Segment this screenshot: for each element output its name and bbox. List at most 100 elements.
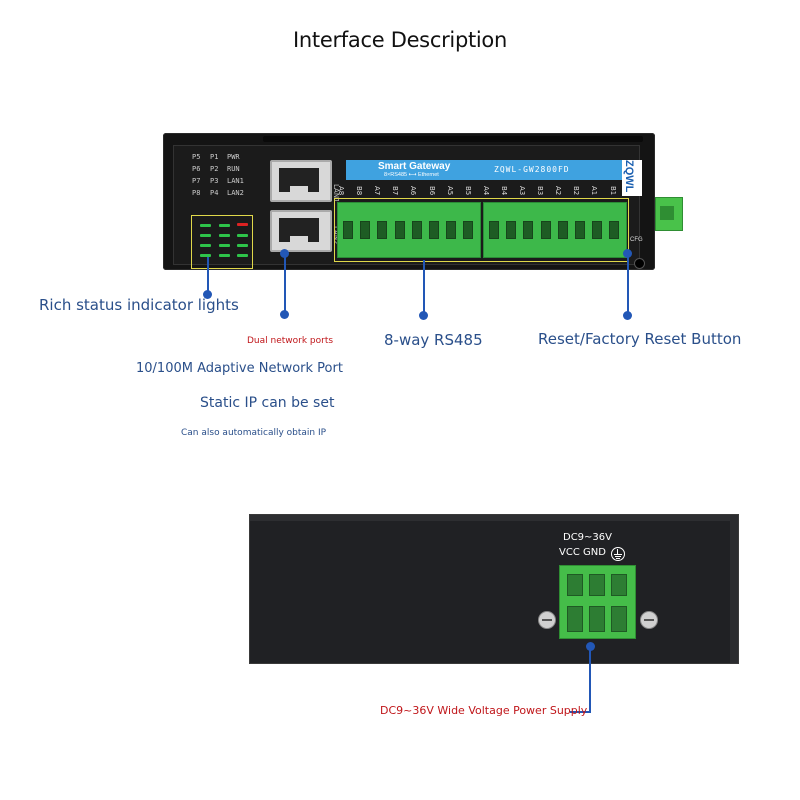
- pointer-dot: [280, 310, 289, 319]
- terminal-slot[interactable]: [446, 221, 457, 239]
- pointer-dot: [280, 249, 289, 258]
- power-terminal-block: [559, 565, 636, 639]
- led-light: [200, 254, 211, 257]
- pin-label: A7: [373, 186, 382, 196]
- terminal-slot[interactable]: [394, 221, 405, 239]
- terminal-slot[interactable]: [609, 221, 620, 239]
- led-label: LAN2: [227, 189, 244, 197]
- side-power-connector: [655, 197, 683, 231]
- pin-label: B8: [355, 186, 364, 196]
- status-leds-highlight: [191, 215, 253, 269]
- gateway-side-panel: DC9~36V VCC GND: [249, 514, 739, 664]
- led-light: [237, 234, 248, 237]
- led-light: [237, 254, 248, 257]
- ethernet-port-lan1[interactable]: [270, 160, 332, 202]
- led-light: [219, 234, 230, 237]
- pointer-dot: [203, 290, 212, 299]
- led-label: P2: [210, 165, 219, 173]
- pointer-line: [423, 260, 425, 316]
- page-title: Interface Description: [293, 28, 507, 52]
- terminal-block-right: [483, 202, 627, 258]
- terminal-slot[interactable]: [377, 221, 388, 239]
- led-label: P3: [210, 177, 219, 185]
- vcc-gnd-label: VCC GND: [559, 547, 606, 558]
- led-label: P1: [210, 153, 219, 161]
- terminal-slot[interactable]: [343, 221, 353, 239]
- brand-logo: ZQWL: [622, 160, 642, 196]
- auto-ip-label: Can also automatically obtain IP: [181, 428, 327, 438]
- led-light: [200, 234, 211, 237]
- led-light: [219, 244, 230, 247]
- adaptive-label: 10/100M Adaptive Network Port: [136, 361, 343, 376]
- pin-label: A2: [554, 186, 563, 196]
- terminal-slot[interactable]: [592, 221, 603, 239]
- dual-ports-label: Dual network ports: [247, 336, 334, 346]
- rs485-label: 8-way RS485: [384, 331, 483, 349]
- brand-logo-text: ZQWL: [623, 160, 635, 193]
- pointer-line: [589, 646, 591, 712]
- pin-label: B3: [536, 186, 545, 196]
- pin-label: A5: [445, 186, 454, 196]
- pin-label: A8: [337, 186, 345, 196]
- terminal-slot[interactable]: [557, 221, 568, 239]
- reset-button[interactable]: [634, 258, 645, 269]
- terminal-slot[interactable]: [506, 221, 517, 239]
- product-sticker: Smart Gateway 8×RS485 ⟷ Ethernet ZQWL-GW…: [346, 160, 636, 180]
- led-light: [200, 224, 211, 227]
- led-label: P6: [192, 165, 201, 173]
- led-label: P7: [192, 177, 201, 185]
- ground-icon: [611, 547, 625, 561]
- pointer-dot: [623, 249, 632, 258]
- pointer-line: [627, 252, 629, 316]
- cfg-label: CFG: [630, 237, 643, 243]
- ethernet-port-lan2[interactable]: [270, 210, 332, 252]
- led-label: PWR: [227, 153, 240, 161]
- led-label: LAN1: [227, 177, 244, 185]
- pointer-line: [207, 257, 209, 294]
- pin-label: A4: [481, 186, 490, 196]
- led-label: P5: [192, 153, 201, 161]
- led-label: P8: [192, 189, 201, 197]
- led-label: RUN: [227, 165, 240, 173]
- mount-screw: [640, 611, 658, 629]
- pin-label: A3: [518, 186, 526, 196]
- sticker-subtitle: 8×RS485 ⟷ Ethernet: [384, 172, 439, 178]
- terminal-slot[interactable]: [540, 221, 551, 239]
- power-supply-label: DC9~36V Wide Voltage Power Supply: [380, 704, 588, 717]
- led-label: P4: [210, 189, 219, 197]
- led-light-power: [237, 223, 248, 226]
- pin-label: B1: [608, 186, 617, 196]
- top-groove: [263, 136, 643, 142]
- terminal-slot[interactable]: [429, 221, 439, 239]
- pin-label: B5: [463, 186, 472, 196]
- pin-label: B4: [499, 186, 508, 196]
- pointer-line: [284, 252, 286, 314]
- pointer-dot: [419, 311, 428, 320]
- led-light: [219, 254, 230, 257]
- mount-screw: [538, 611, 556, 629]
- model-number: ZQWL-GW2800FD: [494, 165, 570, 174]
- terminal-slot[interactable]: [360, 221, 371, 239]
- led-light: [200, 244, 211, 247]
- led-light: [237, 244, 248, 247]
- terminal-block-left: [337, 202, 481, 258]
- pin-label: A6: [409, 186, 418, 196]
- pointer-line: [570, 711, 591, 713]
- terminal-slot[interactable]: [489, 221, 499, 239]
- pointer-dot: [623, 311, 632, 320]
- status-lights-label: Rich status indicator lights: [39, 296, 239, 314]
- pin-label: A1: [590, 186, 599, 196]
- sticker-title: Smart Gateway: [378, 161, 451, 172]
- terminal-slot[interactable]: [523, 221, 534, 239]
- pin-label: B2: [572, 186, 581, 196]
- front-face: P5 P1 PWR P6 P2 RUN P7 P3 LAN1 P8 P4 LAN…: [173, 145, 645, 269]
- static-ip-label: Static IP can be set: [200, 395, 335, 411]
- led-light: [219, 224, 230, 227]
- terminal-slot[interactable]: [575, 221, 585, 239]
- led-label-grid: P5 P1 PWR P6 P2 RUN P7 P3 LAN1 P8 P4 LAN…: [192, 153, 252, 208]
- pin-label: B6: [427, 186, 436, 196]
- pin-label: B7: [391, 186, 400, 196]
- terminal-slot[interactable]: [463, 221, 474, 239]
- terminal-slot[interactable]: [411, 221, 422, 239]
- gateway-front-panel: P5 P1 PWR P6 P2 RUN P7 P3 LAN1 P8 P4 LAN…: [163, 133, 655, 270]
